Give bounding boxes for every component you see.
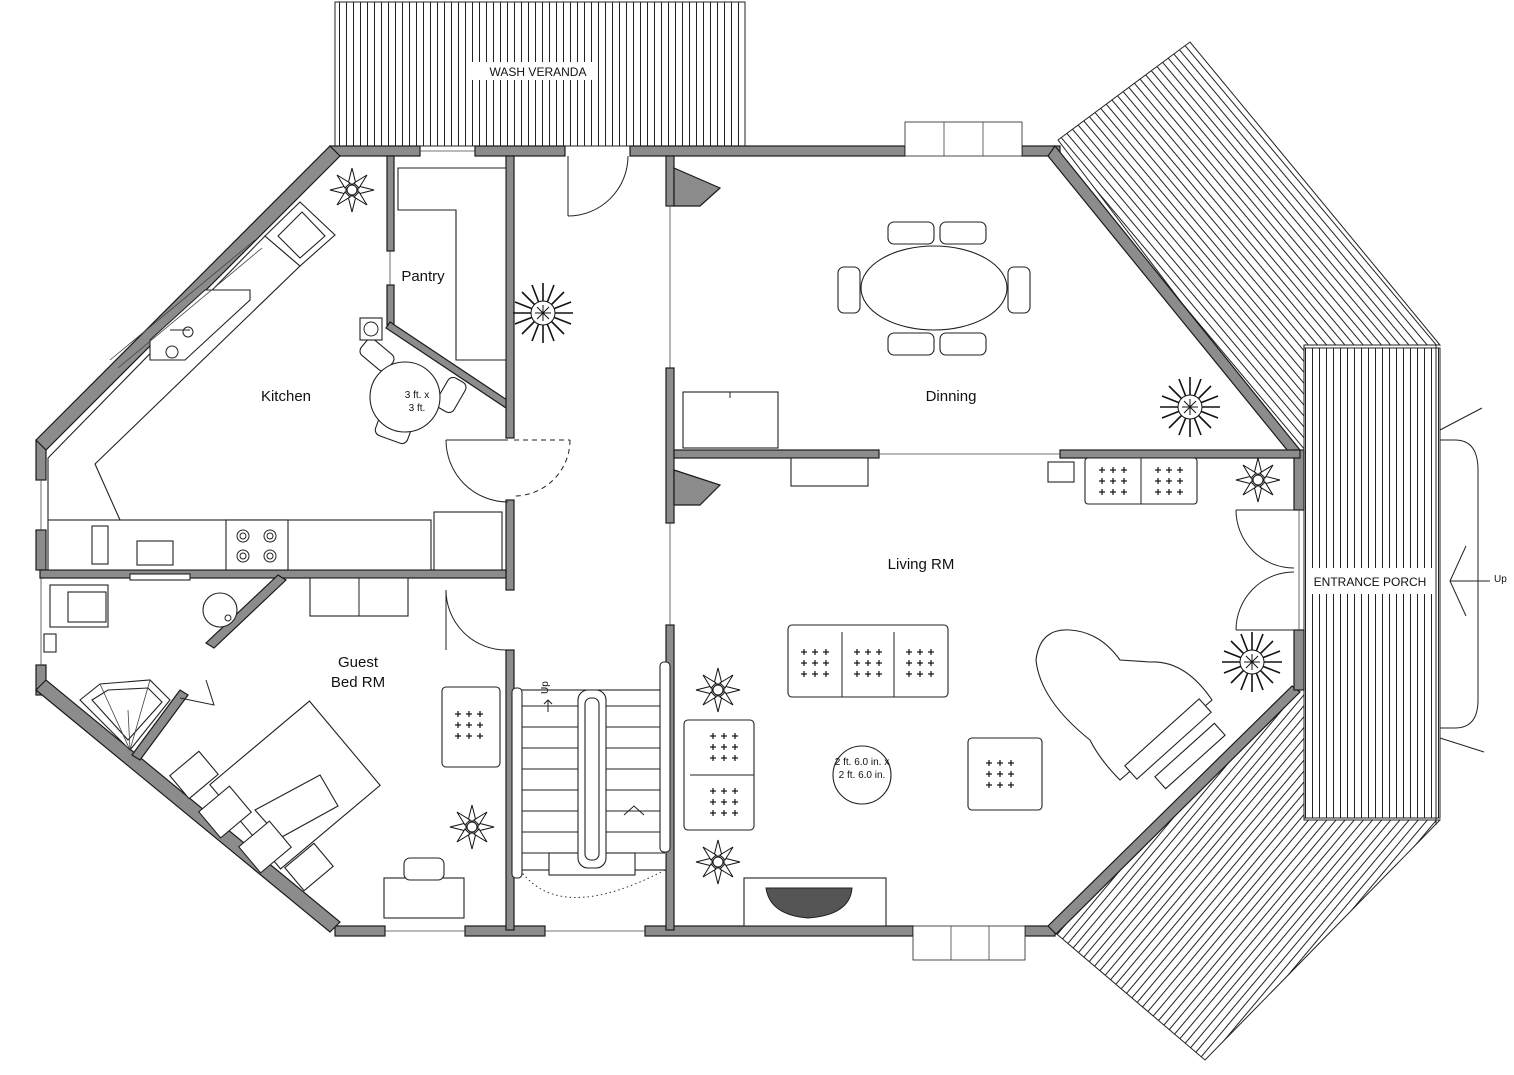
dinning-label: Dinning: [926, 388, 977, 405]
staircase: Up: [511, 661, 671, 879]
porch-up-arrow: Up: [1449, 545, 1507, 617]
plant-icon: [512, 282, 574, 344]
living-table-size-line2: 2 ft. 6.0 in.: [839, 770, 886, 781]
kitchen-table-size-line2: 3 ft.: [409, 403, 426, 414]
dining-table-set: [837, 221, 1031, 356]
plant-icon: [1221, 631, 1283, 693]
wash-veranda-deck: [334, 1, 746, 147]
sink: [149, 289, 251, 361]
living-table-size-line1: 2 ft. 6.0 in. x: [835, 757, 889, 768]
kitchen-counters: [47, 201, 503, 581]
guest-room-label-line2: Bed RM: [331, 674, 385, 691]
pantry-shelving: [359, 167, 507, 361]
entrance-porch-deck: [1303, 345, 1485, 825]
guest-room-furniture: [43, 577, 501, 919]
kitchen-table-size-line1: 3 ft. x: [405, 390, 429, 401]
doors: [389, 155, 1295, 898]
plant-icon: [1159, 376, 1221, 438]
stair-up-label: Up: [540, 681, 551, 694]
windows: [40, 121, 1300, 961]
wash-veranda-label: WASH VERANDA: [490, 65, 587, 79]
pantry-label: Pantry: [401, 268, 445, 285]
porch-up-label: Up: [1494, 574, 1507, 585]
guest-room-label-line1: Guest: [338, 654, 379, 671]
stove: [225, 519, 289, 571]
entrance-porch-label: ENTRANCE PORCH: [1314, 575, 1427, 589]
room-labels: WASH VERANDA Pantry Kitchen Dinning Livi…: [261, 65, 1426, 691]
kitchen-label: Kitchen: [261, 388, 311, 405]
living-room-label: Living RM: [888, 556, 955, 573]
kitchen-table: 3 ft. x 3 ft.: [359, 338, 467, 445]
grand-piano: [1035, 629, 1226, 790]
dining-sideboard: [682, 391, 779, 449]
living-furniture: 2 ft. 6.0 in. x 2 ft. 6.0 in.: [683, 457, 1198, 927]
